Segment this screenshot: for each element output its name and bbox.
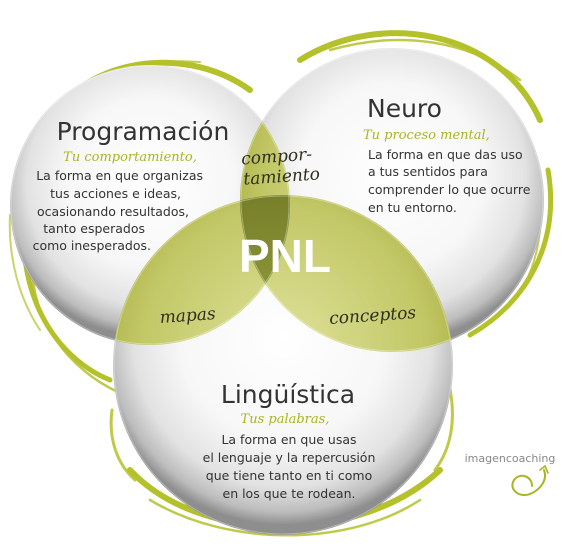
- programming-text-block: Programación Tu comportamiento, La forma…: [33, 117, 230, 253]
- linguistics-text-block: Lingüística Tus palabras, La forma en qu…: [203, 380, 376, 501]
- programming-line: como inesperados.: [33, 238, 151, 253]
- lens-right: [240, 195, 453, 352]
- swirl-icon: [511, 464, 549, 496]
- center-label: PNL: [239, 230, 331, 282]
- brand-logo: imagencoaching: [465, 452, 556, 496]
- linguistics-subtitle: Tus palabras,: [241, 412, 330, 427]
- neuro-text-block: Neuro Tu proceso mental, La forma en que…: [363, 94, 531, 215]
- brand-name: imagencoaching: [465, 452, 556, 465]
- neuro-line: en tu entorno.: [368, 200, 457, 215]
- programming-line: tus acciones e ideas,: [50, 186, 181, 201]
- linguistics-line: que tiene tanto en ti como: [206, 468, 372, 483]
- linguistics-line: La forma en que usas: [221, 432, 356, 447]
- neuro-title: Neuro: [367, 94, 442, 123]
- linguistics-line: el lenguaje y la repercusión: [203, 450, 376, 465]
- intersection-top-label: compor-: [241, 145, 313, 170]
- programming-line: tanto esperados: [43, 221, 145, 236]
- neuro-line: comprender lo que ocurre: [368, 182, 531, 197]
- neuro-subtitle: Tu proceso mental,: [363, 128, 490, 143]
- programming-line: ocasionando resultados,: [37, 204, 189, 219]
- linguistics-line: en los que te rodean.: [223, 486, 356, 501]
- linguistics-title: Lingüística: [221, 380, 355, 409]
- programming-line: La forma en que organizas: [36, 168, 203, 183]
- programming-subtitle: Tu comportamiento,: [63, 150, 197, 165]
- neuro-line: a tus sentidos para: [368, 164, 488, 179]
- neuro-line: La forma en que das uso: [368, 147, 523, 162]
- lens-left: [113, 195, 290, 345]
- programming-title: Programación: [57, 117, 230, 146]
- intersection-left-label: mapas: [159, 304, 217, 328]
